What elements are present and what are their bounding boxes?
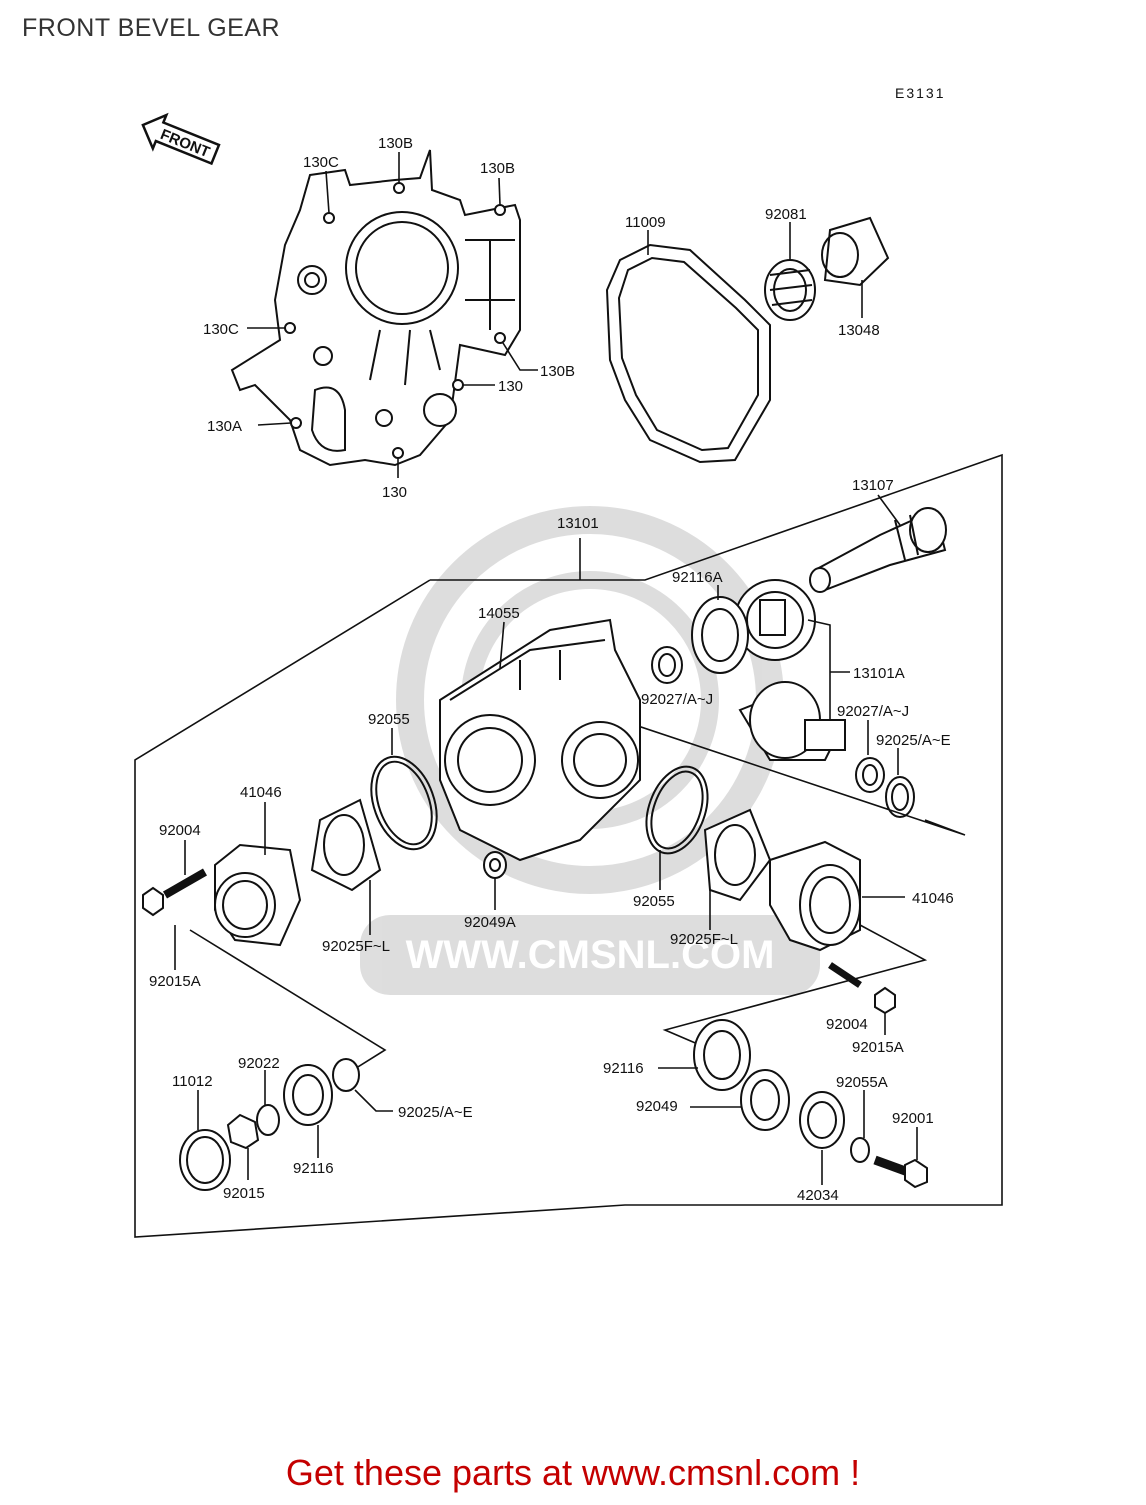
stud-92004-right [828, 962, 862, 988]
label-92025-AE-bottom: 92025/A~E [398, 1104, 473, 1121]
label-13101: 13101 [557, 515, 599, 532]
bearing-92116A [691, 585, 749, 674]
diagram-code: E3131 [895, 85, 945, 101]
label-130B-top: 130B [378, 135, 413, 152]
leader-right-group [662, 924, 928, 1046]
nut-92015A-right [874, 986, 896, 1035]
label-41046-right: 41046 [912, 890, 954, 907]
housing-41046-left [214, 802, 302, 947]
front-arrow-icon: FRONT [141, 112, 221, 166]
label-92027-right: 92027/A~J [837, 703, 909, 720]
label-92004-right: 92004 [826, 1016, 868, 1033]
o-ring-92055-right [645, 765, 709, 890]
shaft-13107 [809, 494, 947, 593]
label-92049A: 92049A [464, 914, 516, 931]
label-92055-bottom: 92055 [633, 893, 675, 910]
label-130-bottom: 130 [382, 484, 407, 501]
crankcase-cover [230, 149, 521, 467]
label-130C-top: 130C [303, 154, 339, 171]
label-92055A: 92055A [836, 1074, 888, 1091]
shim-92025FL-right [703, 808, 772, 930]
label-130C-left: 130C [203, 321, 239, 338]
gear-13101A-upper [734, 579, 816, 661]
label-92022: 92022 [238, 1055, 280, 1072]
gear-42034 [799, 1091, 845, 1185]
label-42034: 42034 [797, 1187, 839, 1204]
leaders-cover [247, 152, 538, 478]
o-ring-92055-left [370, 728, 438, 851]
label-92015: 92015 [223, 1185, 265, 1202]
label-92116-right: 92116 [603, 1060, 644, 1077]
label-11012: 11012 [172, 1073, 213, 1090]
label-130-mid: 130 [498, 378, 523, 395]
seal-92027-right [855, 720, 885, 793]
cap-11012 [179, 1090, 231, 1191]
stud-92004-left [163, 840, 207, 899]
seal-92049 [690, 1069, 790, 1131]
bearing-92116-bottom [283, 1064, 333, 1158]
bolt-92001 [873, 1127, 928, 1189]
cam-13048 [821, 216, 890, 318]
label-130A: 130A [207, 418, 242, 435]
label-13107: 13107 [852, 477, 894, 494]
nut-92015 [226, 1113, 260, 1180]
label-92004-left: 92004 [159, 822, 201, 839]
leader-group-arrow [619, 719, 966, 836]
leader-left-group [189, 929, 387, 1076]
spring-92081 [764, 222, 816, 321]
footer-promo: Get these parts at www.cmsnl.com ! [0, 1452, 1146, 1494]
washer-92022 [256, 1070, 280, 1136]
footer-link[interactable]: www.cmsnl.com [582, 1452, 841, 1493]
assembly-box [134, 453, 1003, 1238]
washer-92055A [850, 1090, 870, 1163]
label-130B-lower: 130B [540, 363, 575, 380]
label-92055-top: 92055 [368, 711, 410, 728]
footer-prefix: Get these parts at [285, 1452, 583, 1493]
label-13101A: 13101A [853, 665, 905, 682]
gasket-11009 [605, 230, 771, 464]
label-92027-left: 92027/A~J [641, 691, 713, 708]
bearing-92116-right [658, 1019, 751, 1091]
label-92015A-right: 92015A [852, 1039, 904, 1056]
label-92001: 92001 [892, 1110, 934, 1127]
label-92116A: 92116A [672, 569, 723, 586]
housing-41046-right [769, 840, 905, 952]
label-130B-right: 130B [480, 160, 515, 177]
page-title: FRONT BEVEL GEAR [22, 14, 281, 42]
label-14055: 14055 [478, 605, 520, 622]
label-92049: 92049 [636, 1098, 678, 1115]
label-13048: 13048 [838, 322, 880, 339]
label-92025-AE-top: 92025/A~E [876, 732, 951, 749]
ring-92025 [885, 748, 915, 818]
label-92015A-left: 92015A [149, 973, 201, 990]
seal-92049A [483, 851, 507, 910]
footer-suffix: ! [840, 1452, 861, 1493]
label-92116-bottom: 92116 [293, 1160, 334, 1177]
label-92025FL-right: 92025F~L [670, 931, 738, 948]
label-11009: 11009 [625, 214, 666, 231]
watermark-text: WWW.CMSNL.COM [406, 933, 775, 977]
label-41046-left: 41046 [240, 784, 282, 801]
part-labels: 130C 130B 130B 130C 130B 130 130A 130 11… [149, 135, 954, 1204]
gear-13101A-lower [738, 681, 846, 761]
seal-92027-left [651, 646, 683, 684]
shim-92025FL-left [310, 798, 382, 935]
nut-92015A-left [142, 886, 176, 970]
label-92025FL-left: 92025F~L [322, 938, 390, 955]
ring-92025-bottom [332, 1058, 393, 1112]
label-92081: 92081 [765, 206, 807, 223]
housing-14055 [439, 618, 641, 862]
